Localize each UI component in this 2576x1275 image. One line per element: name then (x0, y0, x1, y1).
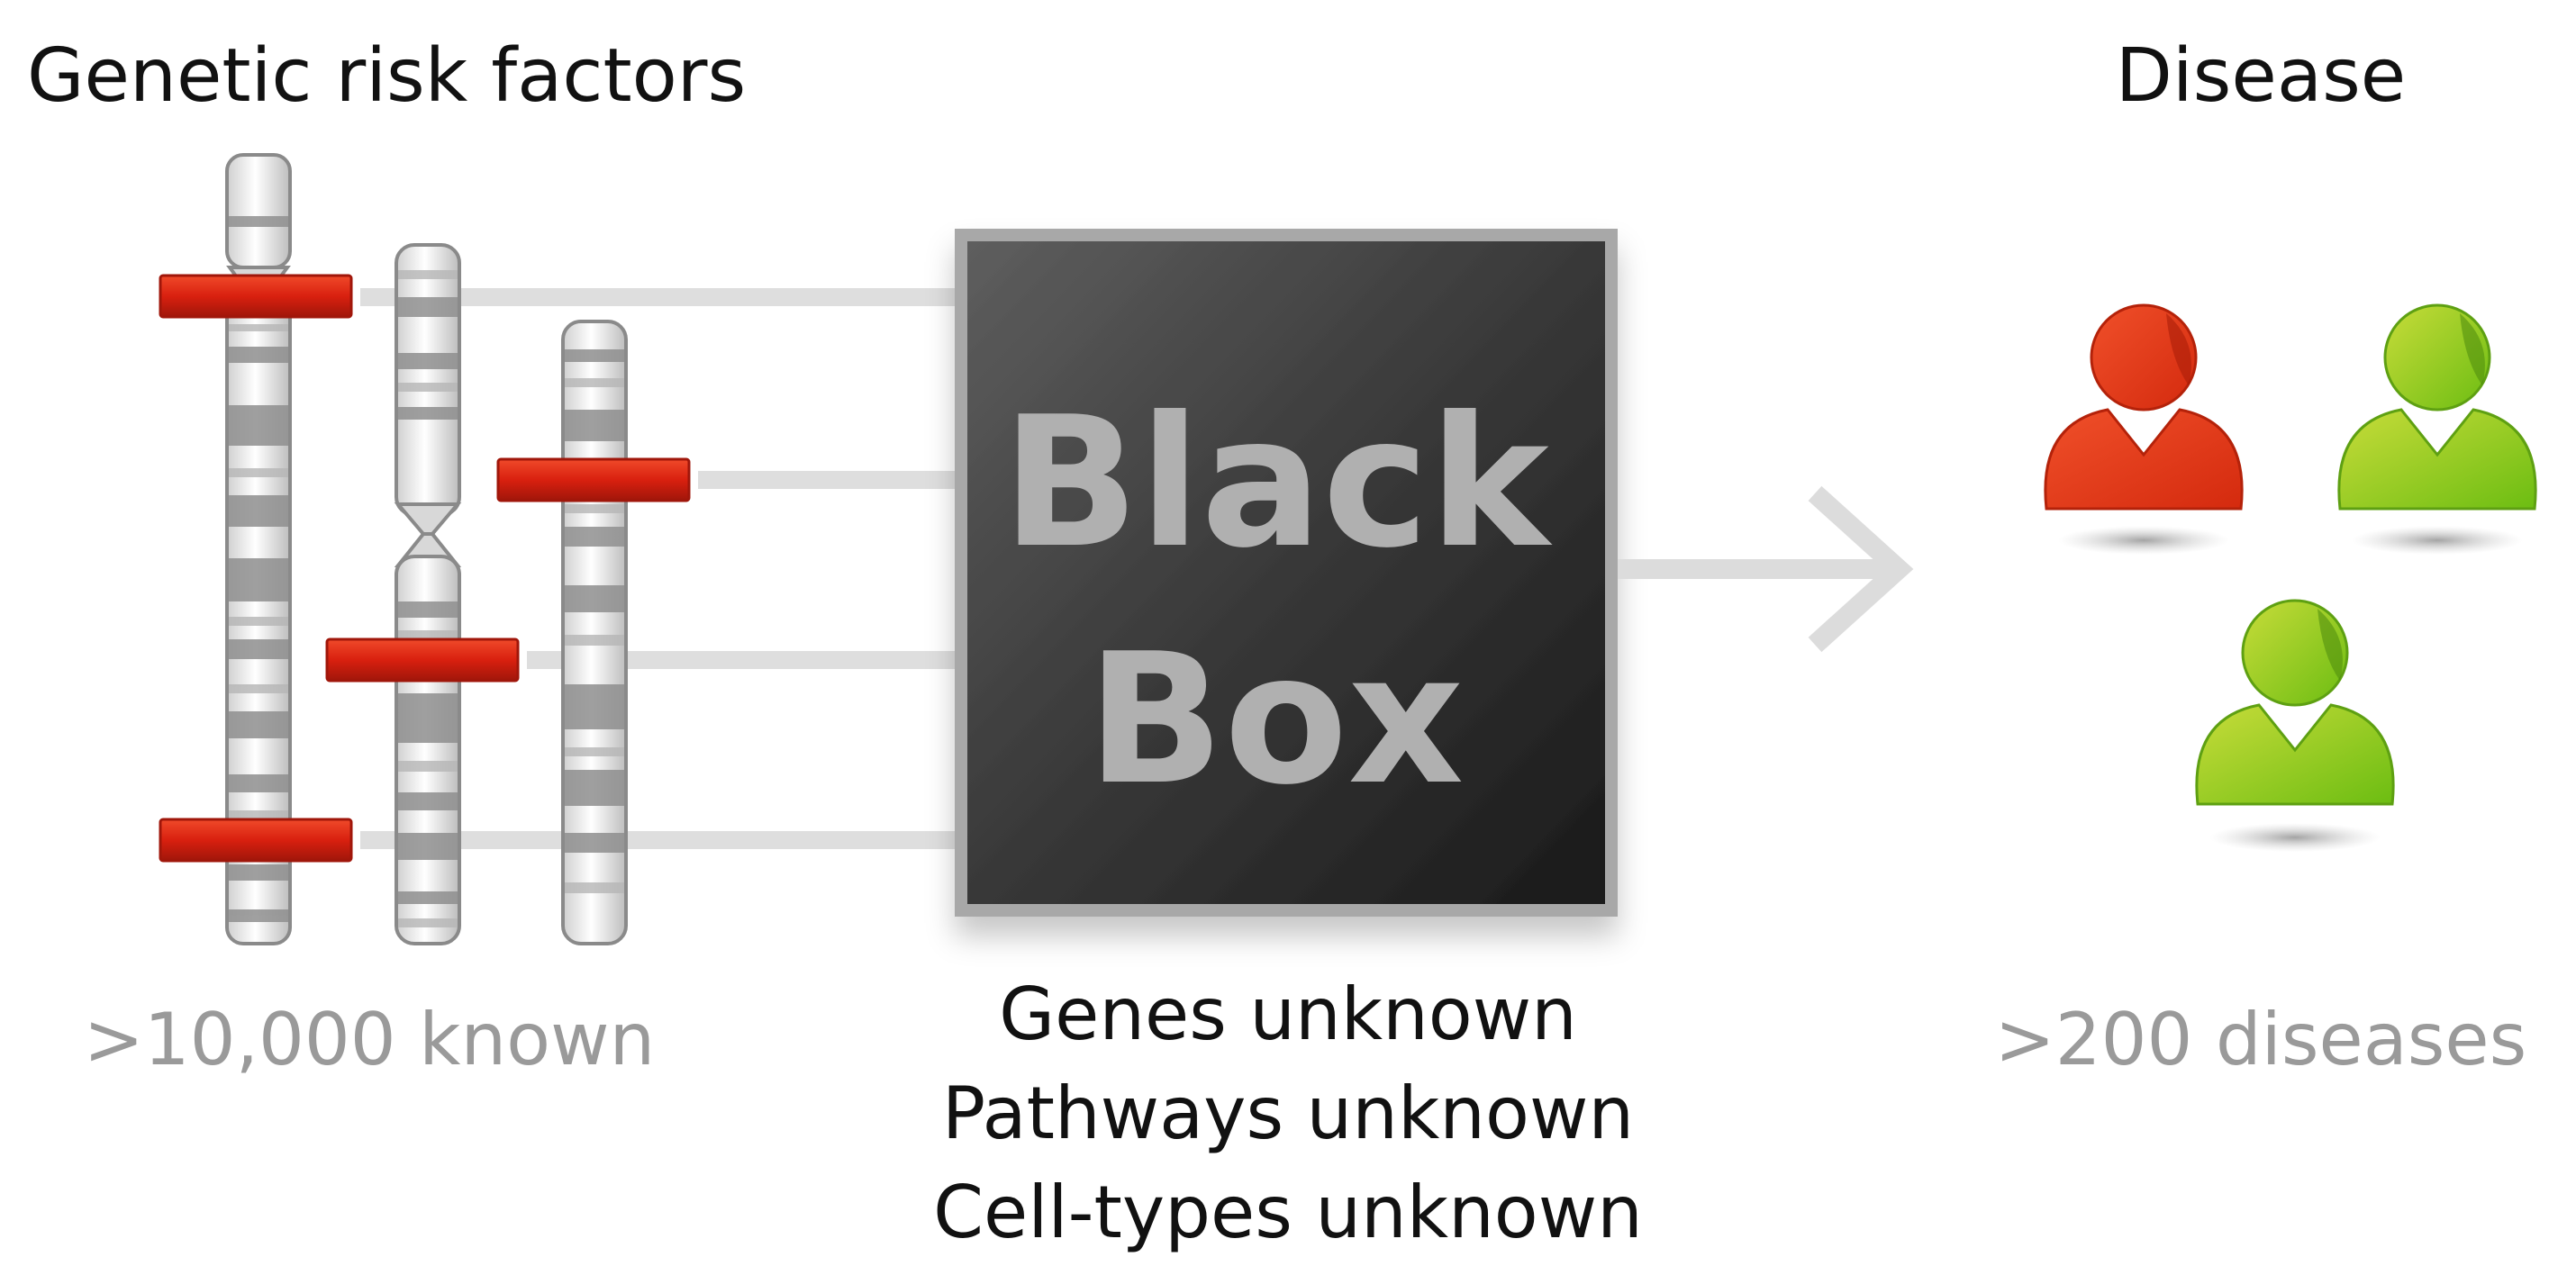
pathways-unknown-label: Pathways unknown (941, 1072, 1635, 1155)
arrow-right-icon (1618, 485, 1914, 653)
person-icon (2044, 303, 2244, 555)
risk-marker-icon (496, 457, 691, 502)
risk-marker-icon (159, 818, 353, 863)
black-box-label-line1: Black (1002, 378, 1553, 588)
disease-count: >200 diseases (1994, 998, 2527, 1081)
risk-marker-icon (159, 274, 353, 319)
black-box-label-line2: Box (1087, 615, 1465, 825)
unknowns-list: Genes unknown Pathways unknown Cell-type… (883, 965, 1693, 1262)
disease-title: Disease (2115, 33, 2407, 119)
risk-marker-icon (325, 638, 520, 683)
genetic-risk-factors-title: Genetic risk factors (27, 33, 747, 119)
person-icon (2337, 303, 2537, 555)
chromosome-icon (394, 243, 462, 945)
risk-markers (159, 274, 691, 863)
person-icon (2195, 599, 2395, 852)
chromosome-icon (561, 320, 628, 945)
black-box (955, 229, 1618, 917)
chromosome-icon (225, 153, 292, 945)
genes-unknown-label: Genes unknown (999, 972, 1577, 1056)
cell-types-unknown-label: Cell-types unknown (933, 1171, 1643, 1254)
known-factors-count: >10,000 known (83, 998, 656, 1081)
